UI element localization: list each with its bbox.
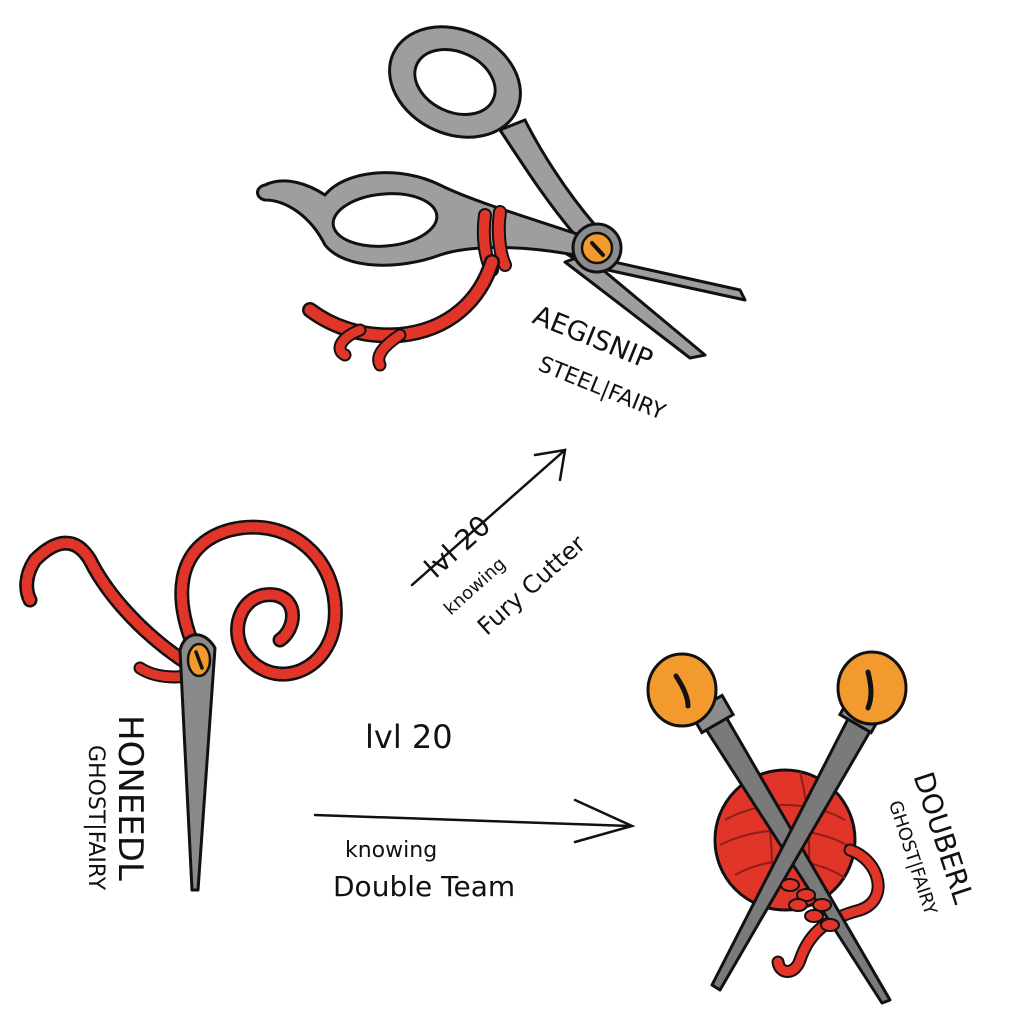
scissor-blade-upper [563, 253, 707, 360]
needle-body [178, 633, 217, 892]
arrow-honeedl-to-aegisnip [410, 448, 567, 587]
honeedl-types: GHOST|FAIRY [83, 745, 108, 891]
honeedl-needle [19, 519, 343, 892]
evolution-level-bottom: lvl 20 [365, 718, 453, 756]
arrow-honeedl-to-douberl [313, 798, 636, 844]
honeedl-name: HONEEDL [110, 715, 150, 881]
evolution-condition-prefix-bottom: knowing [345, 838, 438, 863]
scissor-thread [302, 205, 512, 372]
aegisnip-scissors [256, 25, 747, 372]
needle-thread [19, 519, 343, 684]
douberl-knitting [646, 650, 908, 1005]
evolution-move-bottom: Double Team [333, 870, 516, 903]
